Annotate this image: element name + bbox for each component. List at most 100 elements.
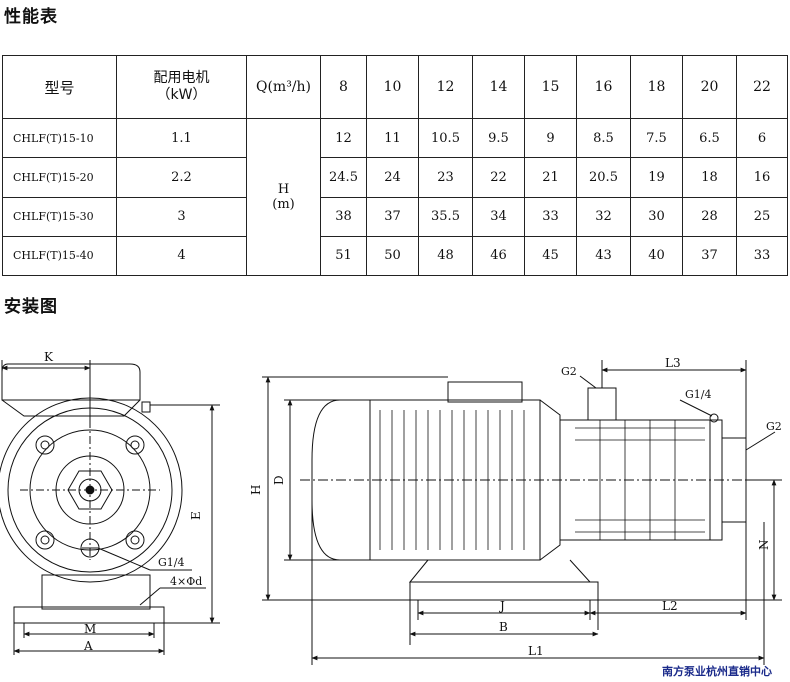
label-g2-top: G2 bbox=[561, 365, 577, 378]
head-cell: 19 bbox=[630, 157, 683, 198]
head-cell: 37 bbox=[366, 196, 419, 237]
power-cell: 1.1 bbox=[116, 117, 247, 159]
table-row: CHLF(T)15-10 1.1 H (m) 12 11 10.5 9.5 9 … bbox=[2, 117, 788, 276]
head-cell: 18 bbox=[682, 157, 737, 198]
pump-inlet bbox=[587, 387, 617, 421]
head-cell: 51 bbox=[320, 235, 367, 277]
head-label-cell: H (m) bbox=[246, 118, 321, 276]
head-cell: 8.5 bbox=[576, 117, 631, 159]
installation-heading: 安装图 bbox=[4, 297, 58, 317]
head-cell: 40 bbox=[630, 235, 683, 277]
leader-g14-side bbox=[679, 399, 713, 417]
head-cell: 11 bbox=[366, 117, 419, 159]
head-cell: 7.5 bbox=[630, 117, 683, 159]
motor-foot bbox=[408, 559, 592, 583]
front-base-body bbox=[41, 574, 151, 610]
head-cell: 10.5 bbox=[418, 117, 473, 159]
head-cell: 6.5 bbox=[682, 117, 737, 159]
head-label-line2: (m) bbox=[272, 197, 295, 212]
leader-g2-side bbox=[745, 431, 776, 451]
head-cell: 20.5 bbox=[576, 157, 631, 198]
head-cell: 45 bbox=[524, 235, 577, 277]
label-A: A bbox=[83, 639, 93, 653]
label-g14-front: G1/4 bbox=[158, 556, 185, 569]
flow-value: 18 bbox=[630, 55, 683, 119]
model-cell: CHLF(T)15-10 bbox=[2, 117, 117, 159]
label-J: J bbox=[498, 599, 505, 613]
front-bolt bbox=[130, 535, 140, 545]
model-cell: CHLF(T)15-20 bbox=[2, 157, 117, 198]
label-L2: L2 bbox=[662, 599, 678, 613]
footer-source: 南方泵业杭州直销中心 bbox=[662, 665, 772, 678]
head-cell: 37 bbox=[682, 235, 737, 277]
front-bolt bbox=[130, 440, 140, 450]
head-cell: 22 bbox=[472, 157, 525, 198]
label-D: D bbox=[272, 475, 286, 485]
flow-value: 20 bbox=[682, 55, 737, 119]
head-cell: 33 bbox=[524, 196, 577, 237]
flow-value: 14 bbox=[472, 55, 525, 119]
table-row: CHLF(T)15-40 4 51 50 48 46 45 43 40 37 3… bbox=[2, 235, 788, 277]
power-cell: 2.2 bbox=[116, 157, 247, 198]
model-cell: CHLF(T)15-30 bbox=[2, 196, 117, 237]
front-bolt bbox=[40, 440, 50, 450]
head-cell: 32 bbox=[576, 196, 631, 237]
leader-g2-top bbox=[579, 375, 597, 389]
label-M: M bbox=[84, 622, 96, 636]
head-cell: 48 bbox=[418, 235, 473, 277]
flow-value: 16 bbox=[576, 55, 631, 119]
terminal-box bbox=[1, 363, 141, 401]
head-cell: 23 bbox=[418, 157, 473, 198]
front-plug bbox=[141, 401, 151, 413]
performance-heading: 性能表 bbox=[4, 7, 58, 27]
head-cell: 34 bbox=[472, 196, 525, 237]
head-cell: 33 bbox=[736, 235, 788, 277]
flow-value: 15 bbox=[524, 55, 577, 119]
head-cell: 12 bbox=[320, 117, 367, 159]
front-view bbox=[0, 360, 220, 655]
front-bolt bbox=[125, 435, 145, 455]
table-header-row: 型号 配用电机 （kW） Q(m³/h) 8 10 12 14 15 16 18… bbox=[2, 55, 788, 119]
label-L3: L3 bbox=[665, 356, 681, 370]
head-cell: 28 bbox=[682, 196, 737, 237]
flow-value: 8 bbox=[320, 55, 367, 119]
head-cell: 46 bbox=[472, 235, 525, 277]
installation-drawing: K E M A G1/4 4×Φd bbox=[0, 350, 782, 665]
head-cell: 6 bbox=[736, 117, 788, 159]
head-cell: 9 bbox=[524, 117, 577, 159]
head-cell: 43 bbox=[576, 235, 631, 277]
side-base-plate bbox=[409, 581, 599, 601]
leader-holes bbox=[139, 587, 161, 606]
flow-value: 22 bbox=[736, 55, 788, 119]
performance-table: 型号 配用电机 （kW） Q(m³/h) 8 10 12 14 15 16 18… bbox=[2, 55, 788, 277]
label-B: B bbox=[499, 620, 508, 634]
model-cell: CHLF(T)15-40 bbox=[2, 235, 117, 277]
table-row: CHLF(T)15-20 2.2 24.5 24 23 22 21 20.5 1… bbox=[2, 157, 788, 198]
head-cell: 21 bbox=[524, 157, 577, 198]
motor-header-line2: （kW） bbox=[156, 87, 207, 103]
motor-terminal-box bbox=[447, 381, 523, 403]
flow-value: 10 bbox=[366, 55, 419, 119]
table-row: CHLF(T)15-30 3 38 37 35.5 34 33 32 30 28… bbox=[2, 196, 788, 237]
label-g2-side: G2 bbox=[766, 420, 782, 433]
head-cell: 24.5 bbox=[320, 157, 367, 198]
power-cell: 4 bbox=[116, 235, 247, 277]
front-bolt bbox=[35, 435, 55, 455]
front-bolt bbox=[35, 530, 55, 550]
g14-plug bbox=[709, 413, 719, 423]
head-cell: 24 bbox=[366, 157, 419, 198]
head-cell: 35.5 bbox=[418, 196, 473, 237]
label-E: E bbox=[189, 511, 203, 520]
label-K: K bbox=[44, 350, 54, 364]
col-header-flow: Q(m³/h) bbox=[246, 55, 321, 119]
col-header-motor: 配用电机 （kW） bbox=[116, 55, 247, 119]
label-N: N bbox=[757, 540, 771, 551]
motor-header-line1: 配用电机 bbox=[153, 70, 210, 86]
front-bolt bbox=[125, 530, 145, 550]
head-cell: 16 bbox=[736, 157, 788, 198]
front-base-plate bbox=[13, 606, 165, 624]
head-cell: 30 bbox=[630, 196, 683, 237]
label-g14-side: G1/4 bbox=[685, 388, 712, 401]
side-view bbox=[262, 360, 782, 665]
head-cell: 38 bbox=[320, 196, 367, 237]
